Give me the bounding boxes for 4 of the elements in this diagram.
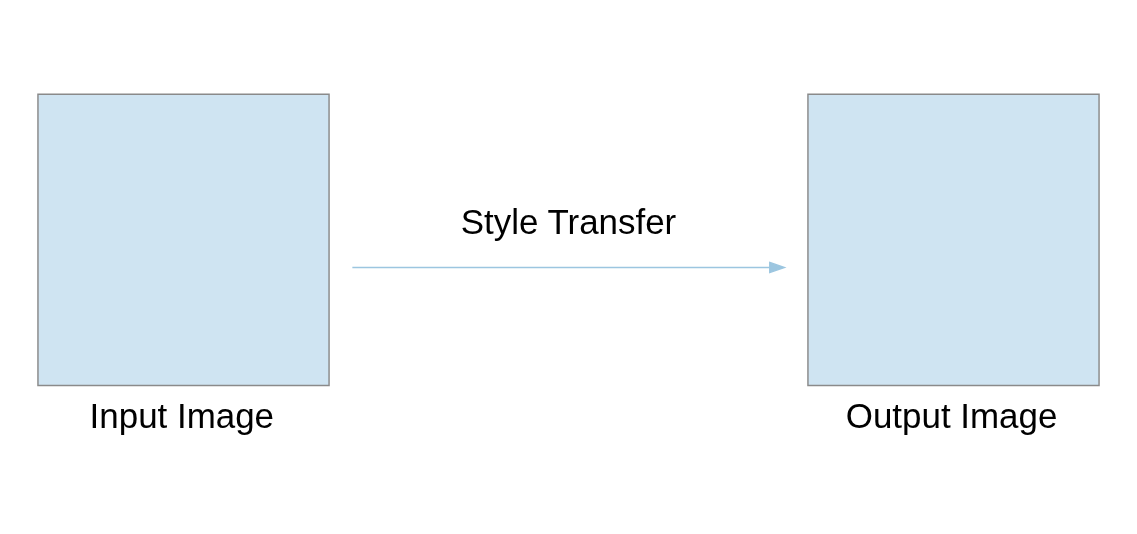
node-label: Input Image: [89, 395, 275, 435]
edge-label: Style Transfer: [460, 201, 677, 241]
node-label: Output Image: [845, 395, 1058, 435]
arrow: [351, 260, 787, 274]
